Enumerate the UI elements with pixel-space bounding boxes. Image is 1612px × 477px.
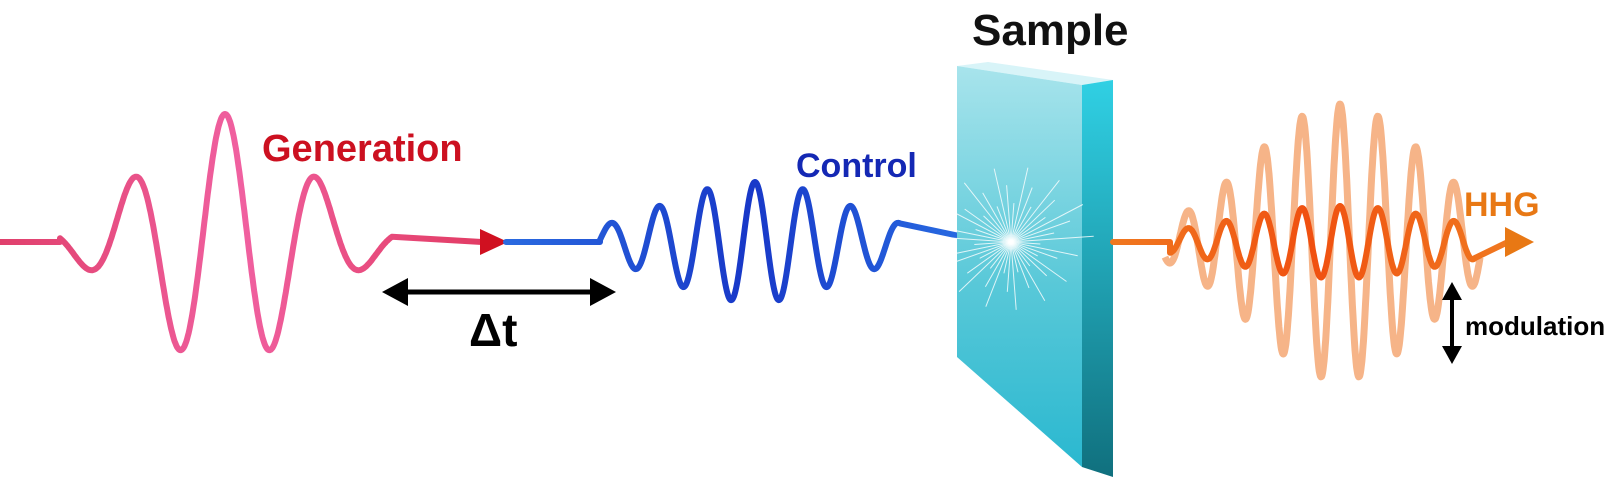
starburst-ray	[941, 241, 1012, 268]
starburst-ray	[1010, 241, 1017, 310]
sample-side-face	[1082, 80, 1113, 477]
starburst-ray	[984, 241, 1012, 288]
starburst-ray	[983, 215, 1012, 243]
starburst-ray	[1010, 216, 1046, 243]
starburst-ray	[1010, 187, 1033, 243]
starburst-ray	[989, 241, 1012, 269]
starburst-ray	[1010, 241, 1038, 257]
control-label: Control	[796, 147, 917, 185]
modulation-arrow	[1442, 282, 1462, 364]
starburst-ray	[1010, 167, 1029, 243]
sample-slab	[935, 62, 1113, 477]
focus-starburst	[935, 167, 1094, 310]
hhg-modulated-envelope	[1161, 100, 1484, 381]
starburst-ray	[979, 241, 1012, 259]
starburst-ray	[975, 229, 1012, 243]
starburst-ray	[967, 241, 1012, 274]
starburst-ray	[1010, 241, 1041, 245]
starburst-ray	[985, 241, 1012, 307]
starburst-ray	[956, 241, 1012, 254]
starburst-ray	[1010, 199, 1056, 243]
starburst-ray	[982, 192, 1012, 243]
starburst-ray	[955, 230, 1012, 243]
generation-label: Generation	[262, 128, 463, 170]
starburst-ray	[1010, 241, 1067, 282]
starburst-ray	[1010, 241, 1030, 289]
starburst-ray	[1010, 241, 1058, 259]
starburst-ray	[996, 206, 1012, 243]
sample-front-face	[957, 66, 1082, 467]
starburst-ray	[993, 168, 1012, 243]
starburst-ray	[1010, 241, 1048, 277]
hhg-pulse	[1110, 203, 1511, 281]
starburst-ray	[1010, 179, 1060, 243]
control-pulse	[503, 179, 991, 304]
starburst-ray	[1010, 241, 1046, 302]
generation-arrowhead	[480, 229, 508, 255]
sample-label: Sample	[972, 6, 1129, 55]
starburst-ray	[1010, 241, 1031, 267]
delay-arrow	[382, 278, 616, 306]
starburst-ray	[943, 206, 1012, 243]
starburst-ray	[1010, 235, 1094, 243]
starburst-ray	[963, 182, 1012, 243]
starburst-ray	[1010, 204, 1084, 243]
starburst-ray	[1003, 241, 1012, 274]
sample-top-edge	[957, 62, 1113, 85]
starburst-ray	[1006, 241, 1012, 292]
starburst-ray	[974, 241, 1012, 245]
generation-pulse	[0, 111, 485, 354]
starburst-ray	[1010, 206, 1032, 243]
starburst-ray	[1010, 203, 1015, 243]
hhg-arrowhead	[1505, 227, 1534, 257]
starburst-ray	[1006, 185, 1012, 243]
hhg-label: HHG	[1464, 186, 1540, 224]
starburst-ray	[1010, 232, 1055, 243]
starburst-ray	[958, 241, 1012, 292]
starburst-ray	[1010, 220, 1071, 243]
delay-label: Δt	[469, 304, 517, 356]
starburst-ray	[1010, 241, 1078, 257]
starburst-ray	[964, 208, 1012, 243]
modulation-label: modulation	[1465, 311, 1605, 341]
starburst-ray	[935, 236, 1012, 243]
starburst-ray	[1010, 241, 1019, 273]
